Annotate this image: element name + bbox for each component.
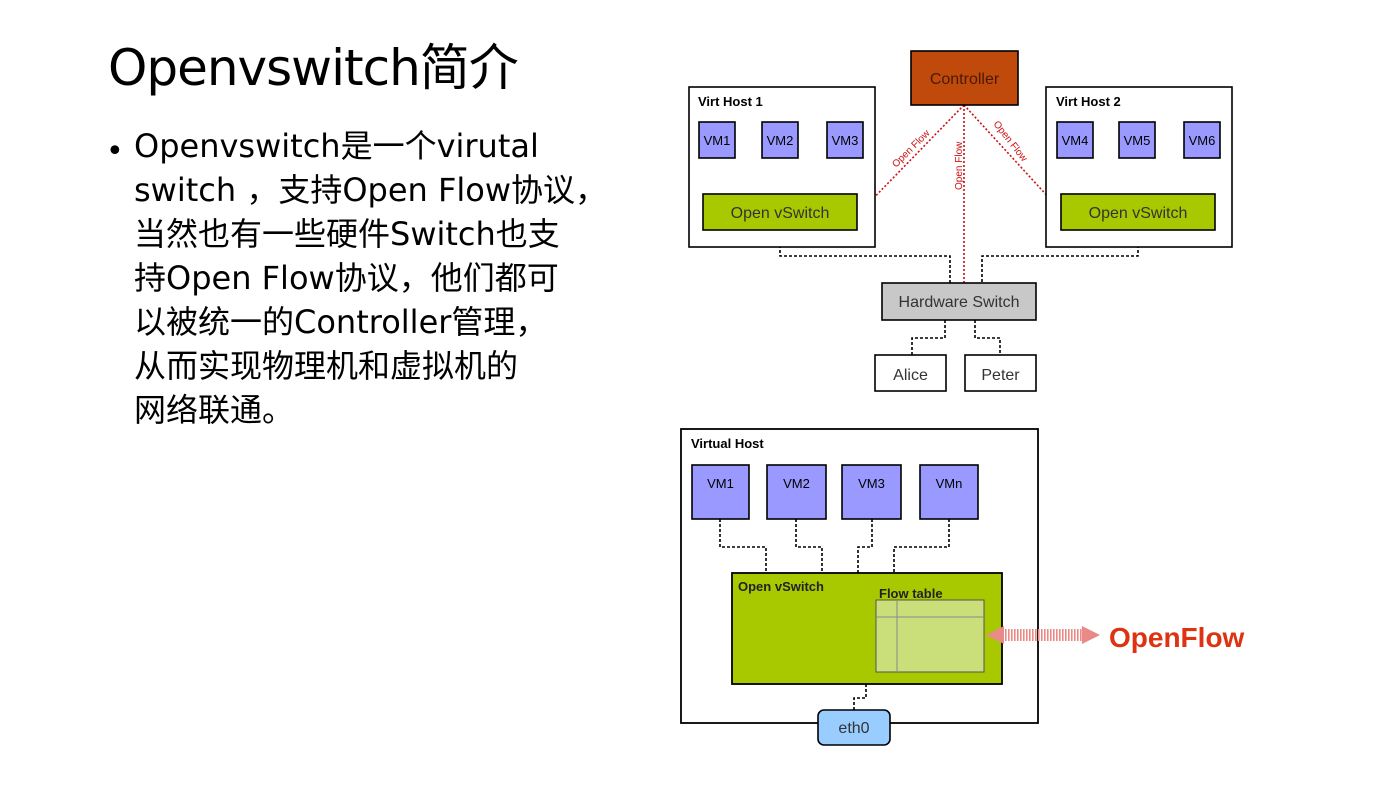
open-vswitch-large-label: Open vSwitch [738,579,824,594]
vm-label: VM1 [704,133,731,148]
openflow-label-center: Open Flow [954,141,965,190]
vm-label: VM2 [783,476,810,491]
bullet-line: 持Open Flow协议，他们都可 [134,259,559,297]
openflow-label-left: Open Flow [890,128,933,171]
bullet-text: Openvswitch是一个virutal switch ，支持Open Flo… [134,124,664,432]
open-vswitch-box [1060,193,1216,231]
virt-host-1-label: Virt Host 1 [698,94,763,109]
vm-box [841,464,902,520]
bullet-line: Openvswitch是一个virutal [134,127,539,165]
endpoint-label-peter: Peter [981,367,1020,384]
bullet-line: 网络联通。 [134,391,295,429]
controller-label: Controller [930,71,1000,88]
vm-label: VMn [936,476,963,491]
controller-box [910,50,1019,106]
vm-box [1183,121,1221,159]
slide-title: Openvswitch简介 [108,39,519,97]
vm-box [766,464,827,520]
bullet-line: 当然也有一些硬件Switch也支 [134,215,560,253]
eth0-box [817,709,891,746]
endpoint-label-alice: Alice [893,367,928,384]
vm-box [1118,121,1156,159]
eth0-label: eth0 [838,720,869,737]
vm-box [761,121,799,159]
openflow-label-right: Open Flow [991,119,1030,164]
open-vswitch-box [702,193,858,231]
open-vswitch-label: Open vSwitch [1089,205,1188,222]
vm-box [919,464,979,520]
endpoint-box-peter [964,354,1037,392]
vm-box [698,121,736,159]
vm-box [691,464,750,520]
bullet-line: 以被统一的Controller管理， [134,303,548,341]
vm-label: VM2 [767,133,794,148]
openflow-protocol-label: OpenFlow [1109,622,1245,653]
vm-label: VM3 [858,476,885,491]
vm-box [1056,121,1094,159]
vm-label: VM3 [832,133,859,148]
endpoint-box-alice [874,354,947,392]
hardware-switch-box [881,282,1037,321]
vm-label: VM4 [1062,133,1089,148]
flow-table-box [875,599,985,673]
virtual-host-label: Virtual Host [691,436,764,451]
bullet-marker: • [106,134,124,169]
hardware-switch-label: Hardware Switch [899,294,1020,311]
flow-table-label: Flow table [879,586,943,601]
vm-box [826,121,864,159]
openflow-double-arrow [986,626,1100,644]
vm-label: VM1 [707,476,734,491]
virt-host-2-label: Virt Host 2 [1056,94,1121,109]
openflow-links [859,104,1063,285]
vm-label: VM6 [1189,133,1216,148]
bullet-line: switch ，支持Open Flow协议， [134,171,608,209]
vm-switch-links-bottom [719,519,950,710]
open-vswitch-label: Open vSwitch [731,205,830,222]
bullet-line: 从而实现物理机和虚拟机的 [134,347,519,385]
vm-label: VM5 [1124,133,1151,148]
